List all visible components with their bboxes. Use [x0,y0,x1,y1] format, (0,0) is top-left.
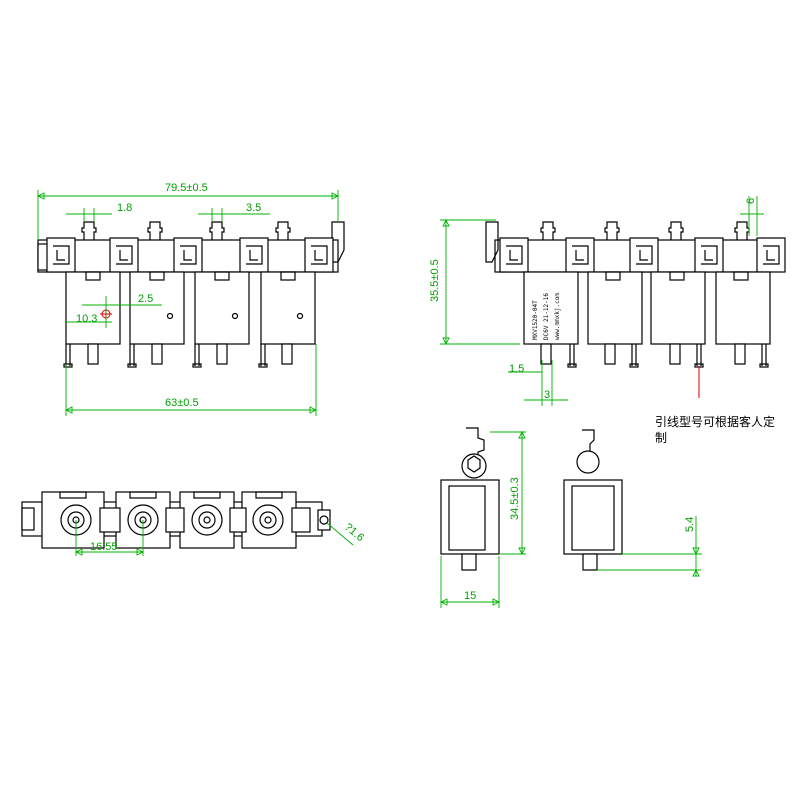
front-view [36,190,345,416]
side-view-left [439,427,526,608]
label-website: www.mmxkj.com [554,293,561,340]
rear-view-dim-labels: 35.5±0.5 6 1.5 3 [429,198,757,401]
dim-stem-length: 5.4 [684,517,696,532]
front-view-dim-labels: 79.5±0.5 1.8 3.5 2.5 10.3 63±0.5 [76,182,261,409]
dim-pitch: 16.55 [90,541,118,553]
rear-clip-group [499,237,786,273]
rear-stem-group [540,343,746,365]
dim-barb-width: 1.8 [117,202,132,214]
dim-rear-barb-width: 6 [745,198,757,204]
rear-view: MXV1520-04T DC6V 21-12-16 www.mmxkj.com [440,196,786,406]
label-model: MXV1520-04T [532,300,539,340]
dim-hole-offset: 10.3 [76,313,97,325]
dim-barb-gap: 3.5 [246,202,261,214]
dim-side-height: 34.5±0.3 [509,477,521,520]
fitting-hole [319,515,329,525]
side-view-dim-labels: 34.5±0.3 15 5.4 [464,477,696,602]
dim-side-width: 15 [464,590,476,602]
valve-body-group [65,271,316,345]
dim-pin-spacing: 3 [544,389,550,401]
label-voltage-date: DC6V 21-12-16 [543,293,550,340]
stem-group [87,343,293,365]
pin-group [63,344,268,368]
barb-group [81,221,291,240]
rear-pin-group [567,344,769,368]
dim-rear-height: 35.5±0.5 [429,259,441,302]
dim-pin-width: 1.5 [509,363,524,375]
top-view [21,491,354,556]
custom-lead-wire-note: 引线型号可根据客人定制 [655,415,776,445]
product-label: MXV1520-04T DC6V 21-12-16 www.mmxkj.com [532,293,561,340]
rear-barb-group [540,221,750,240]
dim-overall-width: 79.5±0.5 [165,182,208,194]
dim-fitting-dia: ?1.6 [342,521,366,544]
dim-pin-offset: 2.5 [138,293,153,305]
clip-group [46,237,334,273]
side-view-right [563,429,702,577]
dim-body-span: 63±0.5 [165,397,199,409]
top-clip-group [99,507,311,533]
